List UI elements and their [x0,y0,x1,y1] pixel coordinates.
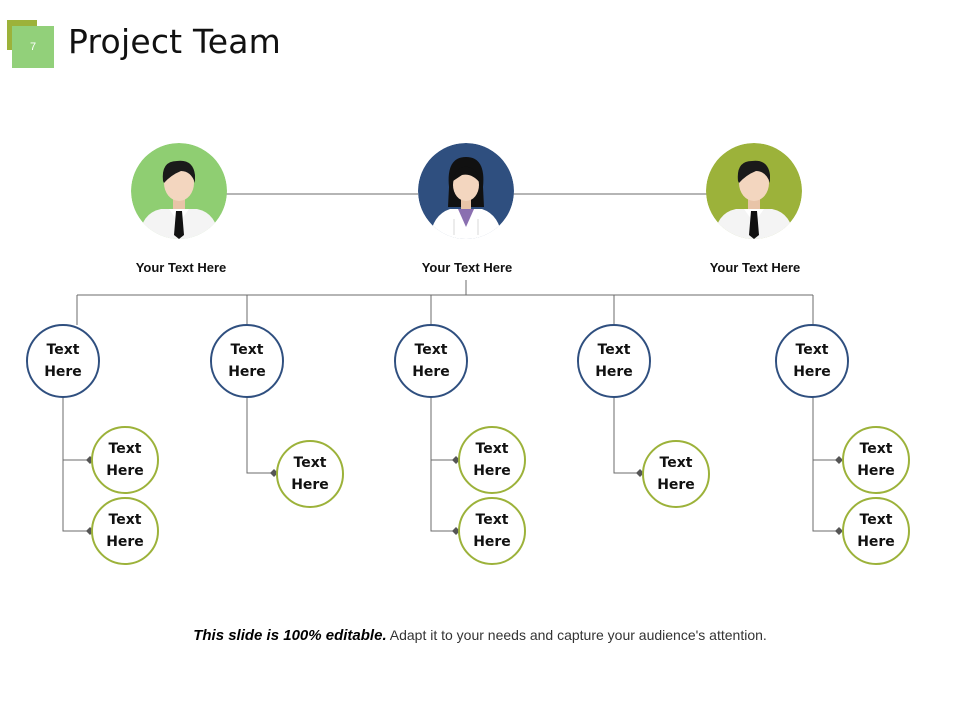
member-connector [430,460,458,532]
member-connector [613,397,642,474]
man-avatar-icon [131,143,227,239]
footer-note: This slide is 100% editable. Adapt it to… [0,627,960,644]
slide-number: 7 [12,26,54,68]
member-connector [430,397,458,461]
leader-name: Your Text Here [421,260,513,275]
connector-diamond [835,527,843,535]
man-avatar-icon [706,143,802,239]
footer-text: Adapt it to your needs and capture your … [386,627,767,643]
leader-name: Your Text Here [135,260,227,275]
leader-name: Your Text Here [709,260,801,275]
connector-diamond [835,456,843,464]
member-connector [62,460,90,532]
footer-bold-text: This slide is 100% editable. [193,627,387,644]
member-connector [246,397,276,474]
member-connector [62,397,90,461]
page-title: Project Team [68,22,282,61]
member-connector [812,397,841,461]
woman-avatar-icon [418,143,514,239]
member-connector [812,460,841,532]
